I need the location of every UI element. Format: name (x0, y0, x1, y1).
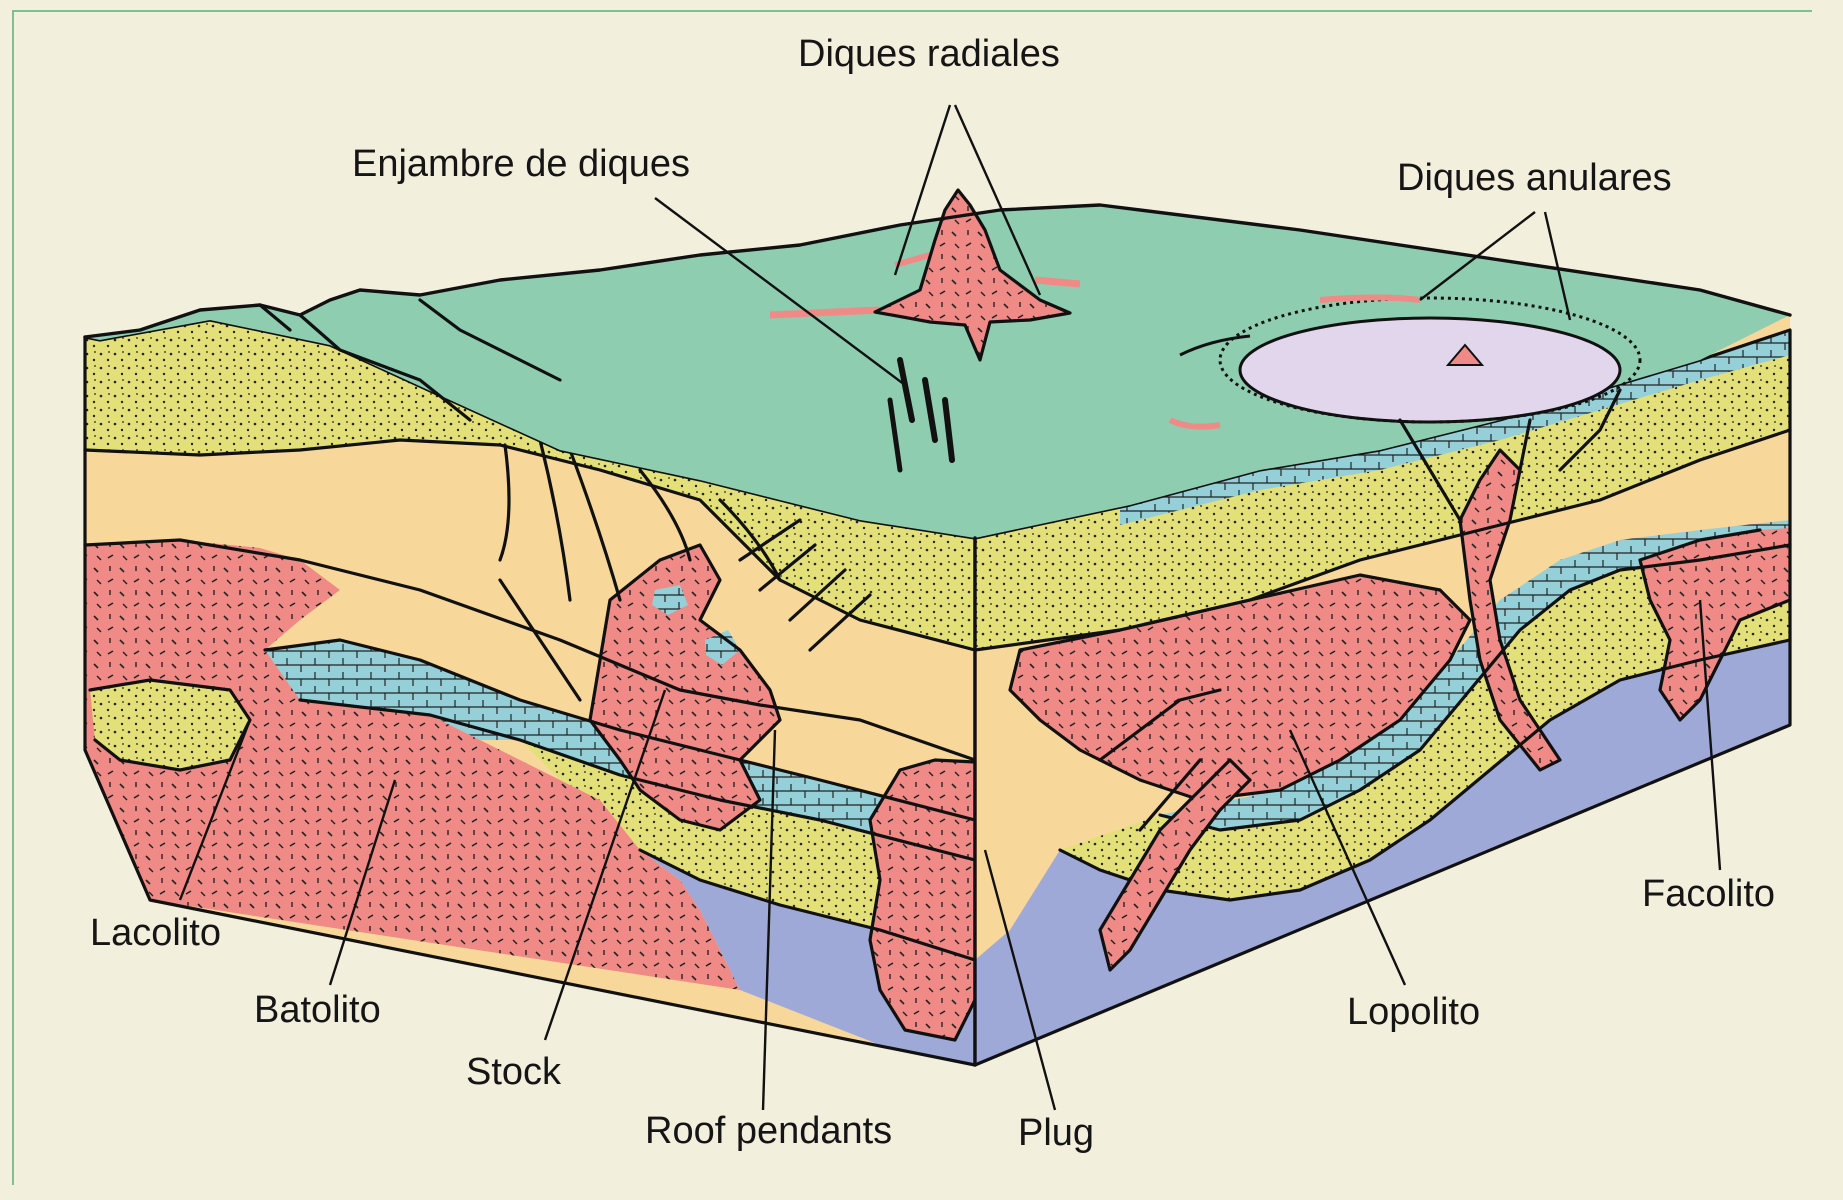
ring-complex-crater (1240, 318, 1620, 422)
label-facolito: Facolito (1642, 873, 1775, 915)
label-lopolito: Lopolito (1347, 991, 1480, 1033)
label-plug: Plug (1018, 1112, 1094, 1154)
label-roof-pendants: Roof pendants (645, 1110, 892, 1152)
label-lacolito: Lacolito (90, 912, 221, 954)
label-enjambre-de-diques: Enjambre de diques (352, 143, 690, 185)
radial-dyke-east (1035, 280, 1080, 284)
label-stock: Stock (466, 1051, 562, 1093)
label-batolito: Batolito (254, 989, 381, 1031)
label-diques-radiales: Diques radiales (798, 33, 1060, 75)
label-diques-anulares: Diques anulares (1397, 157, 1672, 199)
radial-dyke-west (770, 310, 880, 315)
ring-dyke-arc-3 (1320, 298, 1420, 301)
